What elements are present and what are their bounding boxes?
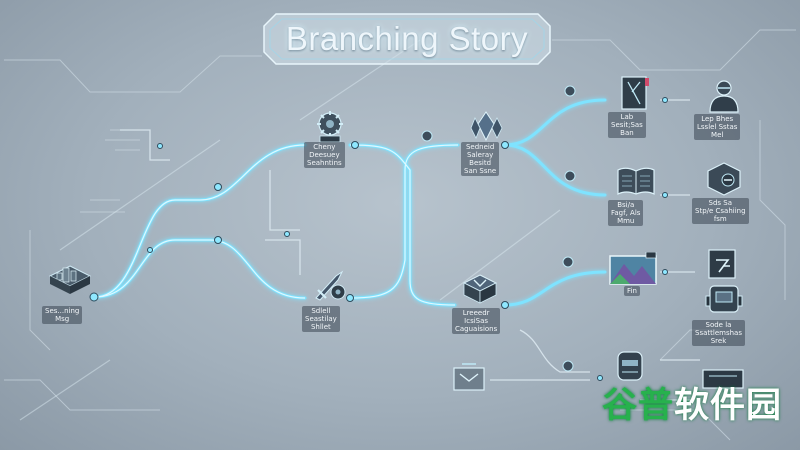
- node-label: Sode la Ssattlemshas Srek: [692, 320, 745, 346]
- story-node-landscape[interactable]: Fin: [604, 252, 662, 302]
- cart-icon: [453, 363, 485, 391]
- story-node-lower-a[interactable]: Sdlell Seastilay Shllet: [300, 268, 360, 340]
- watermark-part2: 软件园: [673, 386, 782, 426]
- story-node-console[interactable]: [700, 364, 746, 392]
- landscape-icon: [609, 252, 657, 285]
- story-node-lower-b[interactable]: Lreeedr IcsiSas Caguaisions: [448, 272, 514, 344]
- crystal-icon: [470, 111, 503, 142]
- node-label: Lreeedr IcsiSas Caguaisions: [452, 308, 501, 334]
- node-label: Cheny Deesuey Seahntins: [304, 142, 345, 168]
- story-node-cart[interactable]: [448, 362, 490, 398]
- door-icon: [621, 76, 649, 110]
- title-plate: [263, 13, 551, 65]
- story-node-machine[interactable]: Sode la Ssattlemshas Srek: [692, 282, 758, 346]
- knight-icon: [709, 80, 739, 113]
- node-label: Fin: [624, 286, 640, 296]
- node-label: Ses...ning Msg: [42, 306, 83, 324]
- story-node-book[interactable]: Bsi/a Fagf, Als Mmu: [606, 164, 668, 226]
- gear-icon: [317, 111, 343, 143]
- node-label: Lab Sesit;Sas Ban: [608, 112, 646, 138]
- story-node-knight[interactable]: Lep Bhes Lsslel Sstas Mel: [692, 78, 756, 140]
- node-label: Lep Bhes Lsslel Sstas Mel: [694, 114, 741, 140]
- city-icon: [48, 265, 92, 294]
- page-title: Branching Story: [285, 20, 529, 57]
- story-node-start[interactable]: Ses...ning Msg: [40, 262, 100, 332]
- node-label: Sedneid Saleray Besitd San Ssne: [461, 142, 500, 176]
- node-label: Bsi/a Fagf, Als Mmu: [608, 200, 644, 226]
- node-label: Sds Sa Stp/e Csahiing fsm: [692, 198, 749, 224]
- machine-icon: [705, 285, 743, 313]
- watermark-logo: 谷普软件园: [602, 377, 782, 428]
- box-icon: [707, 162, 741, 196]
- console-icon: [702, 369, 744, 389]
- story-node-door[interactable]: Lab Sesit;Sas Ban: [604, 74, 666, 138]
- story-node-upper-b[interactable]: Sedneid Saleray Besitd San Ssne: [455, 110, 517, 180]
- story-node-box[interactable]: Sds Sa Stp/e Csahiing fsm: [692, 160, 758, 224]
- chest-icon: [462, 274, 498, 304]
- helmet-icon: [617, 351, 643, 381]
- book-icon: [617, 167, 655, 195]
- story-node-helmet[interactable]: [610, 348, 650, 388]
- watermark-part1: 谷普: [601, 386, 674, 426]
- story-node-upper-a[interactable]: Cheny Deesuey Seahntins: [300, 108, 360, 174]
- note-icon: [708, 249, 736, 279]
- story-node-note[interactable]: [702, 246, 742, 286]
- sword-icon: [315, 270, 346, 301]
- node-label: Sdlell Seastilay Shllet: [302, 306, 340, 332]
